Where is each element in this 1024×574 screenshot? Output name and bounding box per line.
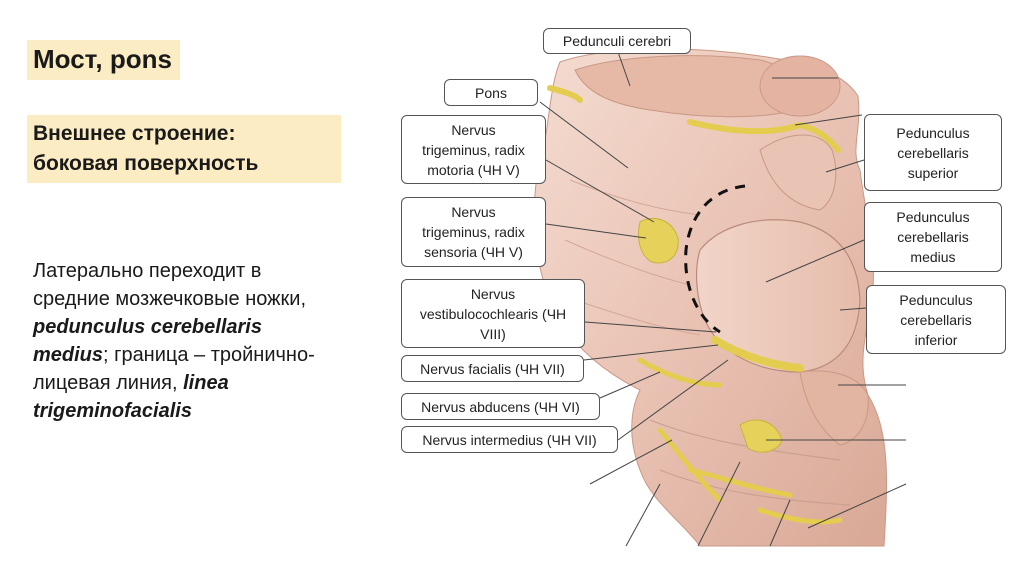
label-line: Pedunculus <box>865 123 1001 143</box>
label-line: motoria (ЧН V) <box>402 160 545 180</box>
label-ped-cb-inferior: Pedunculus cerebellaris inferior <box>866 285 1006 354</box>
leader-lower-2 <box>626 484 660 546</box>
label-vestibulocochlearis: Nervus vestibulocochlearis (ЧН VIII) <box>401 279 585 348</box>
label-line: inferior <box>867 330 1005 350</box>
label-intermedius: Nervus intermedius (ЧН VII) <box>401 426 618 453</box>
label-line: Nervus <box>402 120 545 140</box>
label-line: superior <box>865 163 1001 183</box>
label-line: Pedunculus <box>867 290 1005 310</box>
label-pons: Pons <box>444 79 538 106</box>
label-line: vestibulocochlearis (ЧН <box>402 304 584 324</box>
label-line: cerebellaris <box>867 310 1005 330</box>
label-text: Nervus facialis (ЧН VII) <box>402 359 583 379</box>
label-line: Pedunculus <box>865 207 1001 227</box>
label-facialis: Nervus facialis (ЧН VII) <box>401 355 584 382</box>
label-text: Pons <box>445 83 537 103</box>
label-line: sensoria (ЧН V) <box>402 242 545 262</box>
label-abducens: Nervus abducens (ЧН VI) <box>401 393 600 420</box>
label-line: trigeminus, radix <box>402 140 545 160</box>
label-line: cerebellaris <box>865 227 1001 247</box>
label-line: cerebellaris <box>865 143 1001 163</box>
label-line: Nervus <box>402 202 545 222</box>
label-pedunculi-cerebri: Pedunculi cerebri <box>543 28 691 54</box>
peduncle-bulge <box>760 56 840 116</box>
label-text: Pedunculi cerebri <box>544 31 690 51</box>
label-line: VIII) <box>402 324 584 344</box>
label-ped-cb-superior: Pedunculus cerebellaris superior <box>864 114 1002 191</box>
label-trigeminus-motoria: Nervus trigeminus, radix motoria (ЧН V) <box>401 115 546 184</box>
label-ped-cb-medius: Pedunculus cerebellaris medius <box>864 202 1002 272</box>
label-trigeminus-sensoria: Nervus trigeminus, radix sensoria (ЧН V) <box>401 197 546 267</box>
label-line: Nervus <box>402 284 584 304</box>
label-line: trigeminus, radix <box>402 222 545 242</box>
label-line: medius <box>865 247 1001 267</box>
label-text: Nervus abducens (ЧН VI) <box>402 397 599 417</box>
label-text: Nervus intermedius (ЧН VII) <box>402 430 617 450</box>
